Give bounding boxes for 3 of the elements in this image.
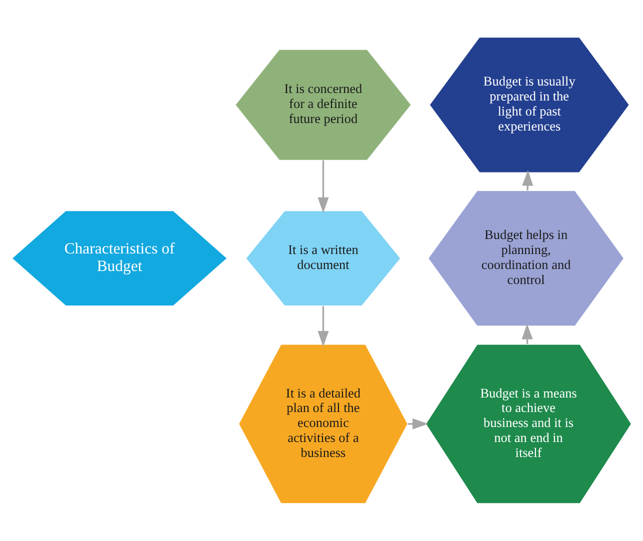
- arrow: [318, 160, 329, 214]
- arrow: [318, 306, 329, 347]
- arrow: [522, 170, 534, 191]
